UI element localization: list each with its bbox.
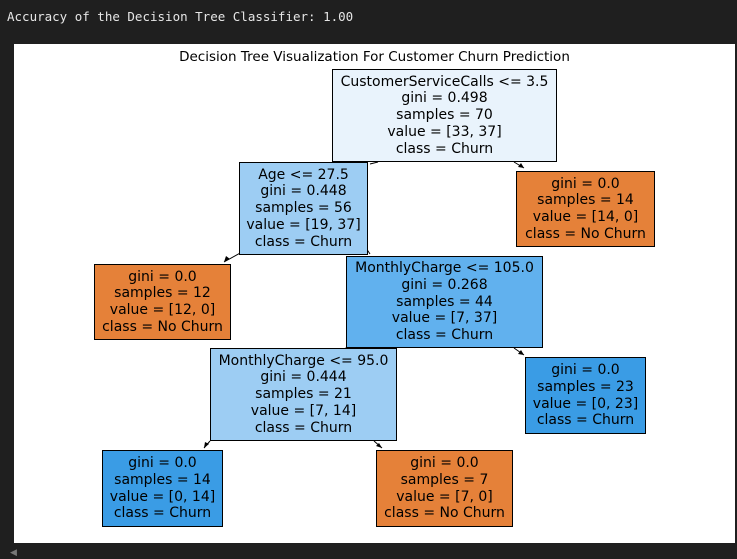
tree-leaf-right-mid: gini = 0.0 samples = 23 value = [0, 23] … [525,357,646,434]
arrowhead-root-n2 [518,163,524,168]
node-line: samples = 23 [537,378,634,395]
node-line: class = No Churn [102,318,223,335]
node-line: samples = 56 [255,200,352,217]
node-line: gini = 0.0 [128,268,197,285]
node-line: samples = 14 [537,192,634,209]
node-line: value = [19, 37] [246,216,361,233]
tree-figure: Decision Tree Visualization For Customer… [14,44,735,543]
node-line: value = [7, 14] [250,402,357,419]
node-line: class = Churn [113,505,212,522]
tree-node-monthlycharge-95: MonthlyCharge <= 95.0 gini = 0.444 sampl… [210,348,397,441]
node-line: gini = 0.498 [401,90,488,107]
arrowhead-n5-n7 [204,442,209,448]
figure-title: Decision Tree Visualization For Customer… [179,49,570,65]
node-line: value = [0, 23] [532,395,639,412]
arrowhead-n5-n8 [376,443,382,448]
node-line: class = Churn [395,327,494,344]
node-line: samples = 21 [255,386,352,403]
node-line: MonthlyCharge <= 105.0 [355,260,534,277]
tree-leaf-right-top: gini = 0.0 samples = 14 value = [14, 0] … [516,171,655,247]
node-line: class = No Churn [384,505,505,522]
node-line: value = [14, 0] [532,209,639,225]
node-line: class = Churn [395,140,494,157]
tree-node-age: Age <= 27.5 gini = 0.448 samples = 56 va… [239,162,368,255]
tree-leaf-bottom-right: gini = 0.0 samples = 7 value = [7, 0] cl… [376,450,513,527]
tree-leaf-bottom-left: gini = 0.0 samples = 14 value = [0, 14] … [102,450,223,527]
node-line: MonthlyCharge <= 95.0 [218,352,389,369]
console-output: Accuracy of the Decision Tree Classifier… [7,9,354,24]
horizontal-scrollbar[interactable] [0,546,737,559]
tree-node-monthlycharge-105: MonthlyCharge <= 105.0 gini = 0.268 samp… [346,256,543,348]
scroll-left-icon[interactable]: ◀ [10,548,17,558]
node-line: class = No Churn [525,225,646,242]
edge-root-n1 [369,161,379,165]
tree-edges [203,161,525,449]
node-line: samples = 12 [114,285,211,302]
node-line: samples = 14 [114,471,211,488]
node-line: class = Churn [254,419,353,436]
node-line: value = [12, 0] [109,302,216,318]
node-line: gini = 0.0 [410,455,479,472]
tree-leaf-left: gini = 0.0 samples = 12 value = [12, 0] … [94,264,231,340]
node-line: gini = 0.444 [260,369,347,386]
node-line: CustomerServiceCalls <= 3.5 [340,73,549,90]
node-line: class = Churn [254,233,353,250]
node-line: samples = 7 [400,471,489,488]
node-line: value = [33, 37] [387,123,502,140]
node-line: gini = 0.0 [551,362,620,379]
node-line: value = [7, 0] [396,488,493,505]
node-line: gini = 0.0 [551,175,620,192]
node-line: class = Churn [536,412,635,429]
node-line: Age <= 27.5 [258,166,349,183]
node-line: samples = 44 [396,293,493,310]
node-line: gini = 0.0 [128,455,197,472]
node-line: gini = 0.448 [260,183,347,200]
node-line: value = [0, 14] [109,488,216,505]
arrowhead-n1-n3 [224,256,230,262]
tree-node-root: CustomerServiceCalls <= 3.5 gini = 0.498… [332,69,557,162]
node-line: samples = 70 [396,107,493,124]
node-line: gini = 0.268 [401,276,488,293]
arrowhead-n4-n6 [518,350,524,355]
node-line: value = [7, 37] [391,310,498,327]
